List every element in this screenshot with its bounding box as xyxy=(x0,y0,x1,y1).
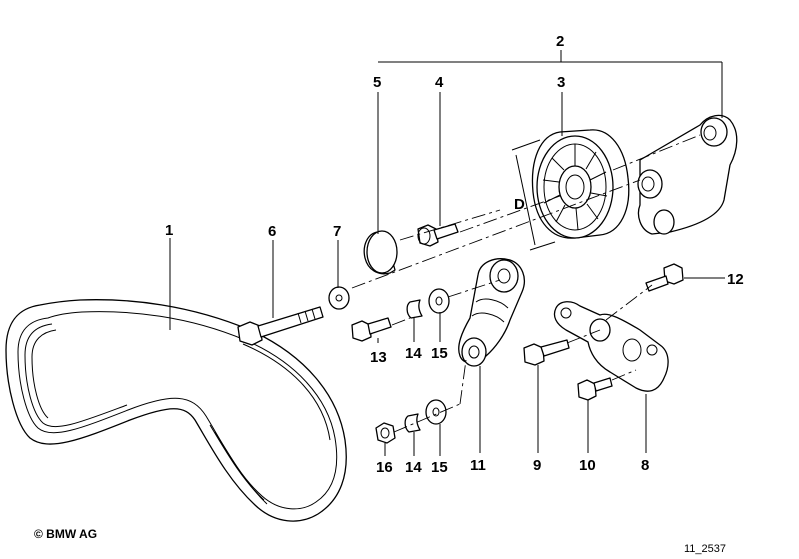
spacer-icon xyxy=(404,413,421,433)
callout-2: 2 xyxy=(556,33,564,50)
ribbed-v-belt-icon xyxy=(5,299,347,522)
callout-leaders xyxy=(169,50,725,456)
dimension-label: D xyxy=(514,196,525,213)
nut-icon xyxy=(375,422,396,444)
diameter-dimension: D xyxy=(511,139,556,251)
callout-6: 6 xyxy=(268,223,276,240)
hex-bolt-icon xyxy=(351,317,392,342)
callout-3: 3 xyxy=(557,74,565,91)
hex-bolt-icon xyxy=(417,223,459,247)
callout-13: 13 xyxy=(370,349,387,366)
callout-8: 8 xyxy=(641,457,649,474)
washer-icon xyxy=(328,286,350,310)
long-hex-bolt-icon xyxy=(237,306,324,346)
callout-12: 12 xyxy=(727,271,744,288)
tension-pulley-icon xyxy=(531,129,630,239)
diagram-reference: 11_2537 xyxy=(684,543,726,555)
callout-15-upper: 15 xyxy=(431,345,448,362)
callout-11: 11 xyxy=(470,457,486,474)
callout-7: 7 xyxy=(333,223,341,240)
callout-14-upper: 14 xyxy=(405,345,422,362)
hex-bolt-icon xyxy=(645,263,684,292)
washer-icon xyxy=(428,288,450,314)
callout-10: 10 xyxy=(579,457,596,474)
assembly-axis-lines xyxy=(351,134,701,433)
copyright-text: © BMW AG xyxy=(34,527,97,541)
callout-15-lower: 15 xyxy=(431,459,448,476)
callout-14-lower: 14 xyxy=(405,459,422,476)
callout-5: 5 xyxy=(373,74,381,91)
callout-9: 9 xyxy=(533,457,541,474)
spacer-icon xyxy=(406,299,423,319)
tensioner-assembly-icon xyxy=(637,114,738,235)
hex-bolt-icon xyxy=(523,339,570,366)
hydraulic-tensioner-icon xyxy=(458,258,525,367)
callout-16: 16 xyxy=(376,459,393,476)
bracket-icon xyxy=(553,301,669,392)
callout-labels: 2 5 4 3 1 6 7 12 13 14 15 11 9 10 8 16 1… xyxy=(165,33,744,476)
hex-bolt-icon xyxy=(577,377,613,401)
pulley-cap-icon xyxy=(363,230,398,275)
washer-icon xyxy=(425,399,447,425)
callout-4: 4 xyxy=(435,74,444,91)
callout-1: 1 xyxy=(165,222,173,239)
